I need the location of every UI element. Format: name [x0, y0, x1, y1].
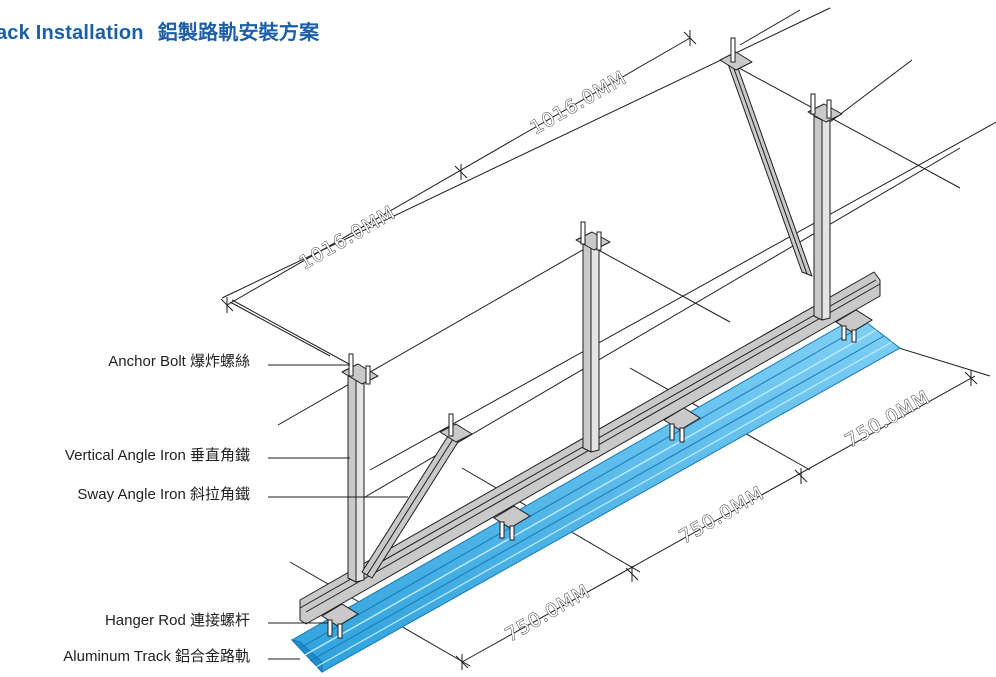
hanger-rod-clamps — [321, 309, 873, 639]
top-plate-brace-right — [719, 51, 753, 71]
top-plate-right — [807, 103, 843, 123]
vertical-angle-iron-right — [813, 115, 823, 321]
label-aluminum-track: Aluminum Track 鋁合金路軌 — [63, 648, 250, 665]
steel-frame — [299, 51, 881, 625]
callout-leaders — [268, 364, 408, 660]
label-vertical-angle-iron: Vertical Angle Iron 垂直角鐵 — [64, 447, 250, 464]
dimension-spacing-3: 750.0MM — [842, 386, 935, 452]
dimension-spacing-2: 750.0MM — [676, 482, 769, 548]
title-chinese: 鋁製路軌安裝方案 — [157, 22, 320, 44]
label-sway-angle-iron: Sway Angle Iron 斜拉角鐵 — [77, 486, 250, 503]
dimension-span-1: 1016.0MM — [296, 202, 400, 275]
dimension-lines — [220, 30, 978, 670]
vertical-angle-iron-middle — [582, 242, 592, 453]
diagram-title: rack Installation 鋁製路軌安裝方案 — [0, 16, 333, 45]
vertical-angle-iron-left — [347, 373, 357, 583]
label-anchor-bolt: Anchor Bolt 爆炸螺絲 — [108, 353, 250, 370]
aluminum-track — [290, 315, 901, 674]
title-english: rack Installation — [0, 22, 144, 44]
anchor-bolts — [348, 37, 832, 437]
label-hanger-rod: Hanger Rod 連接螺杆 — [104, 612, 250, 629]
top-plate-brace — [439, 423, 473, 443]
top-plate-left — [341, 363, 379, 385]
dimension-spacing-1: 750.0MM — [502, 580, 595, 646]
